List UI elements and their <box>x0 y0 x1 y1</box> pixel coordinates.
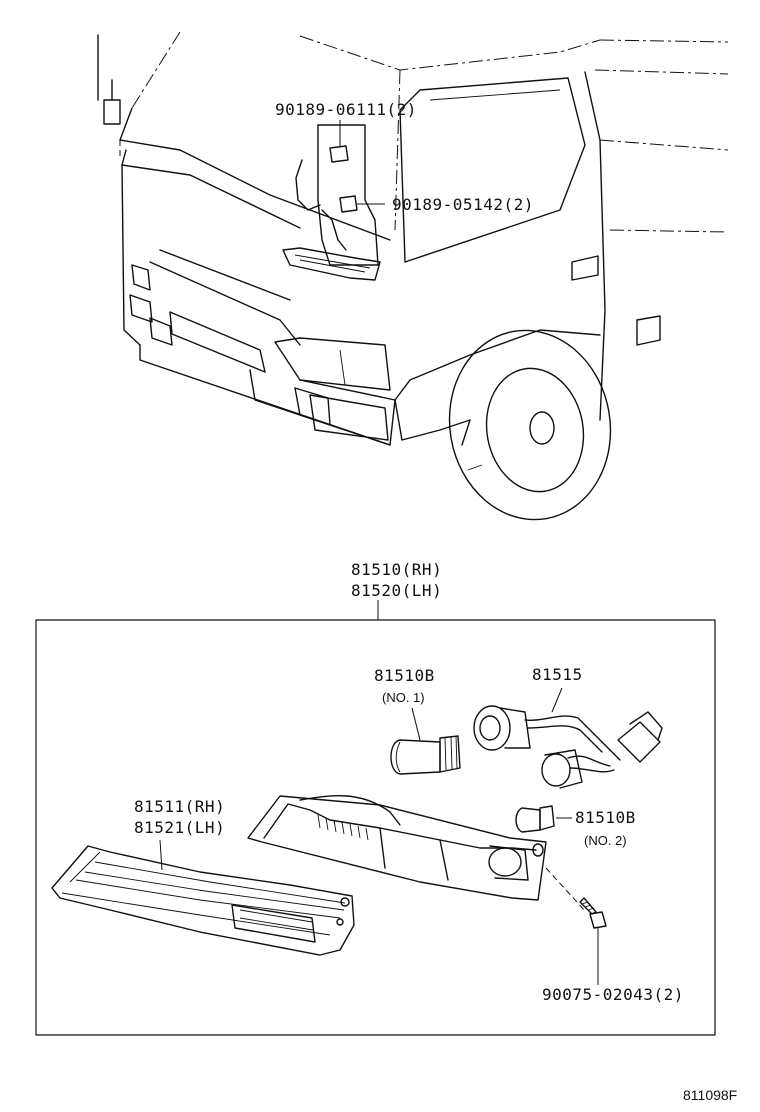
diagram-reference-number: 811098F <box>683 1087 737 1103</box>
socket-leader <box>551 687 563 713</box>
bulb-no1-illustration <box>390 735 461 775</box>
assembly-frame <box>35 600 716 1036</box>
callout-bulb-2-part: 81510B <box>575 808 636 827</box>
callout-lamp-assy-rh: 81510(RH) <box>351 560 442 579</box>
truck-cab-illustration <box>97 31 729 521</box>
socket-illustration <box>473 705 663 789</box>
lamp-housing-illustration <box>247 795 547 901</box>
callout-screw: 90075-02043(2) <box>542 985 684 1004</box>
callout-lens-rh: 81511(RH) <box>134 797 225 816</box>
callout-bulb-1-note: (NO. 1) <box>382 690 425 705</box>
bulb-no2-illustration <box>515 805 555 833</box>
upper-leaders <box>339 120 385 205</box>
screw-illustration <box>545 867 607 929</box>
lens-leader <box>159 839 163 871</box>
callout-clip-lower: 90189-05142(2) <box>392 195 534 214</box>
callout-lamp-assy-lh: 81520(LH) <box>351 581 442 600</box>
lens-illustration <box>51 845 355 956</box>
callout-clip-upper: 90189-06111(2) <box>275 100 417 119</box>
bulb-1-leader <box>411 707 421 741</box>
callout-lens-lh: 81521(LH) <box>134 818 225 837</box>
callout-socket: 81515 <box>532 665 583 684</box>
callout-bulb-1-part: 81510B <box>374 666 435 685</box>
callout-bulb-2-note: (NO. 2) <box>584 833 627 848</box>
